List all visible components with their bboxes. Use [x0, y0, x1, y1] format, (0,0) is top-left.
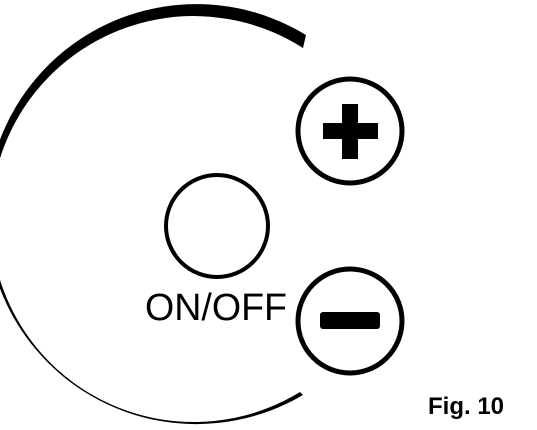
increase-button[interactable]: [295, 76, 405, 186]
figure-caption: Fig. 10: [428, 393, 504, 420]
minus-icon: [320, 312, 380, 329]
decrease-button[interactable]: [295, 266, 405, 376]
plus-icon: [323, 104, 378, 159]
power-button[interactable]: [164, 173, 270, 279]
power-label: ON/OFF: [145, 287, 287, 329]
